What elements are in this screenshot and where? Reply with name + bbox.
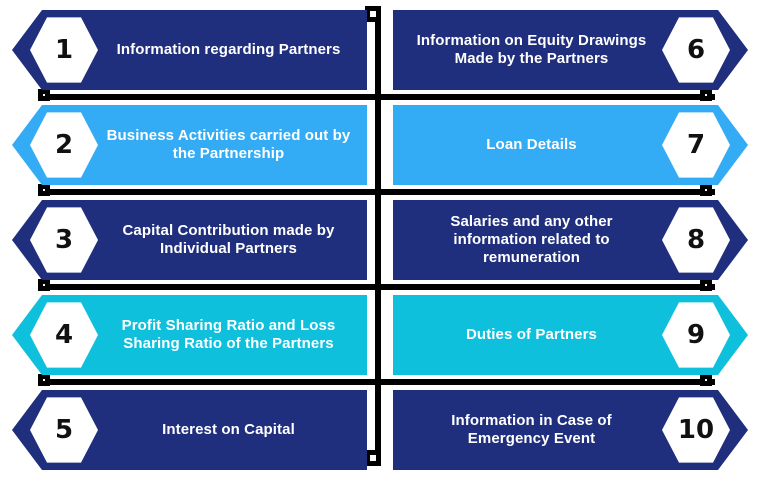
arrow-item-4[interactable]: 4 Profit Sharing Ratio and Loss Sharing R… xyxy=(12,295,367,375)
arrow-label-9: Duties of Partners xyxy=(466,325,597,343)
rail-node-1-left xyxy=(38,89,50,101)
step-number: 3 xyxy=(54,225,74,255)
step-number: 10 xyxy=(677,415,715,445)
arrow-row-4: 4 Profit Sharing Ratio and Loss Sharing R… xyxy=(0,295,760,375)
arrow-label-2: Business Activities carried out by the P… xyxy=(106,126,351,162)
arrow-item-3[interactable]: 3 Capital Contribution made by Individual… xyxy=(12,200,367,280)
arrow-label-10: Information in Case of Emergency Event xyxy=(451,411,612,447)
rail-line-4 xyxy=(45,379,715,385)
arrow-row-5: 5 Interest on Capital 10 Information in Cas… xyxy=(0,390,760,470)
step-number: 7 xyxy=(686,130,706,160)
rail-node-4-left xyxy=(38,374,50,386)
arrow-label-6: Information on Equity Drawings Made by t… xyxy=(416,31,647,67)
step-number: 1 xyxy=(54,35,74,65)
arrow-item-9[interactable]: 9 Duties of Partners xyxy=(393,295,748,375)
arrow-label-1: Information regarding Partners xyxy=(116,40,341,58)
arrow-row-1: 1 Information regarding Partners 6 Informat… xyxy=(0,10,760,90)
arrow-label-4: Profit Sharing Ratio and Loss Sharing Ra… xyxy=(121,316,336,352)
rail-node-2-left xyxy=(38,184,50,196)
step-number: 5 xyxy=(54,415,74,445)
rail-node-4-right xyxy=(700,374,712,386)
arrow-item-5[interactable]: 5 Interest on Capital xyxy=(12,390,367,470)
arrow-label-7: Loan Details xyxy=(486,135,577,153)
step-number: 2 xyxy=(54,130,74,160)
step-number: 8 xyxy=(686,225,706,255)
step-number: 6 xyxy=(686,35,706,65)
rail-node-3-right xyxy=(700,279,712,291)
hexagon-badge-2: 2 xyxy=(30,112,98,178)
arrow-item-6[interactable]: 6 Information on Equity Drawings Made by … xyxy=(393,10,748,90)
center-spine-line xyxy=(375,14,381,458)
arrow-label-3: Capital Contribution made by Individual … xyxy=(122,221,335,257)
arrow-row-2: 2 Business Activities carried out by the … xyxy=(0,105,760,185)
rail-line-1 xyxy=(45,94,715,100)
arrow-item-8[interactable]: 8 Salaries and any other information rela… xyxy=(393,200,748,280)
step-number: 4 xyxy=(54,320,74,350)
arrow-label-5: Interest on Capital xyxy=(162,420,295,438)
rail-node-3-left xyxy=(38,279,50,291)
arrow-item-1[interactable]: 1 Information regarding Partners xyxy=(12,10,367,90)
arrow-row-3: 3 Capital Contribution made by Individual… xyxy=(0,200,760,280)
rail-node-2-right xyxy=(700,184,712,196)
arrow-item-7[interactable]: 7 Loan Details xyxy=(393,105,748,185)
arrow-label-8: Salaries and any other information relat… xyxy=(450,212,613,267)
center-spine-node-top xyxy=(365,6,381,22)
rail-node-1-right xyxy=(700,89,712,101)
center-spine-node-bottom xyxy=(365,450,381,466)
rail-line-2 xyxy=(45,189,715,195)
step-number: 9 xyxy=(686,320,706,350)
arrow-item-10[interactable]: 10 Information in Case of Emergency Event xyxy=(393,390,748,470)
arrow-item-2[interactable]: 2 Business Activities carried out by the … xyxy=(12,105,367,185)
rail-line-3 xyxy=(45,284,715,290)
